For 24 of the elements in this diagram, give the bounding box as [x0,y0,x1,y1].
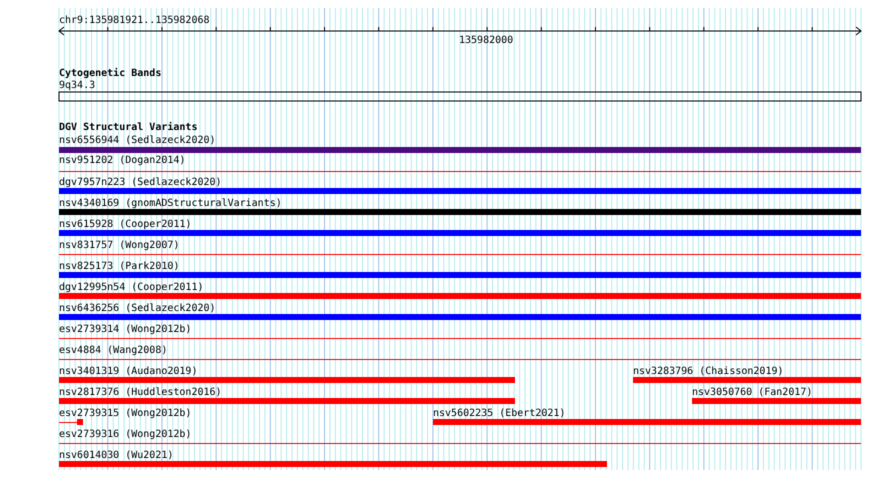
variant-label: nsv615928 (Cooper2011) [59,219,192,230]
variant-label: nsv2817376 (Huddleston2016) [59,387,222,398]
variant-label: nsv6436256 (Sedlazeck2020) [59,303,216,314]
variant-label: nsv3283796 (Chaisson2019) [633,366,784,377]
variant-label: nsv3050760 (Fan2017) [692,387,812,398]
variant-label: nsv6014030 (Wu2021) [59,450,174,461]
track-title: Cytogenetic Bands [59,68,162,79]
track-title: DGV Structural Variants [59,122,198,133]
tick-label: 135982000 [459,35,514,46]
variant-label: esv4884 (Wang2008) [59,345,168,356]
variant-label: nsv6556944 (Sedlazeck2020) [59,135,216,146]
variant-label: esv2739315 (Wong2012b) [59,408,192,419]
variant-label: esv2739316 (Wong2012b) [59,429,192,440]
variant-label: dgv7957n223 (Sedlazeck2020) [59,177,222,188]
band-label: 9q34.3 [59,80,96,91]
variant-label: nsv831757 (Wong2007) [59,240,180,251]
variant-label: esv2739314 (Wong2012b) [59,324,192,335]
variant-label: nsv3401319 (Audano2019) [59,366,198,377]
variant-label: nsv951202 (Dogan2014) [59,155,186,166]
variant-label: dgv12995n54 (Cooper2011) [59,282,204,293]
variant-label: nsv5602235 (Ebert2021) [433,408,566,419]
coordinate-label: chr9:135981921..135982068 [59,15,210,26]
variant-label: nsv825173 (Park2010) [59,261,180,272]
variant-label: nsv4340169 (gnomADStructuralVariants) [59,198,282,209]
